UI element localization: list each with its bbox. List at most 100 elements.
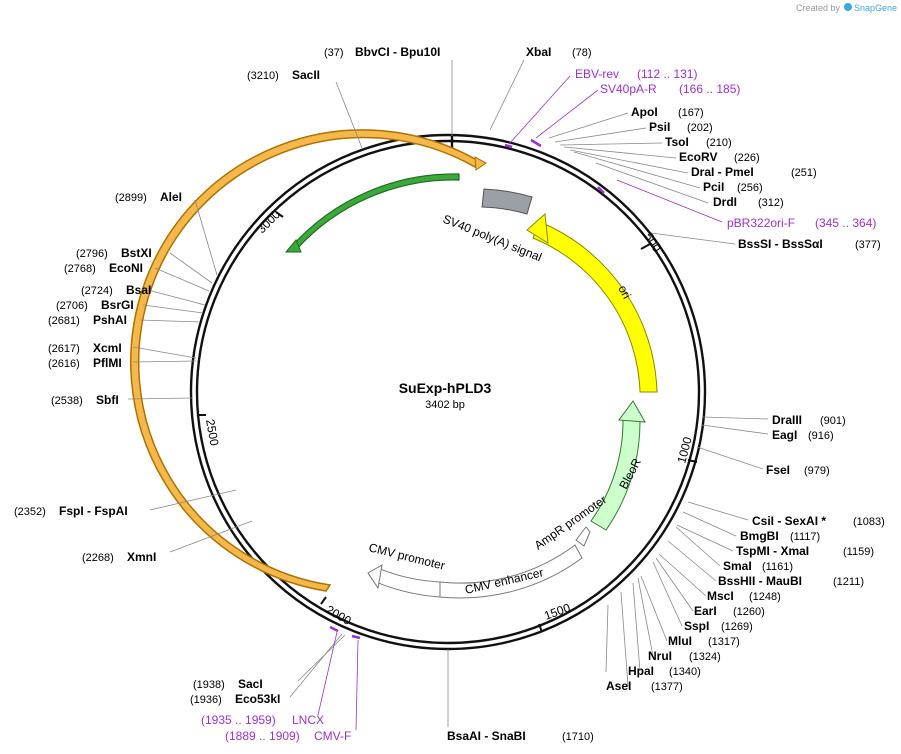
primer-range: (112 .. 131) [637,67,697,81]
site-name[interactable]: BsaI [126,283,151,297]
site-name[interactable]: EagI [772,428,797,442]
site-name[interactable]: SmaI [723,559,752,573]
orf-arrowhead [474,156,487,171]
site-leader [297,634,346,682]
site-name[interactable]: PflMI [93,356,122,370]
primer-name[interactable]: CMV-F [314,729,351,743]
ori-feature-arrow[interactable] [532,221,658,393]
site-name[interactable]: XcmI [93,341,122,355]
site-name[interactable]: FseI [766,463,790,477]
site-name[interactable]: DraI - PmeI [691,165,754,179]
site-name[interactable]: PciI [703,180,724,194]
primer-name[interactable]: pBR322ori-F [727,216,795,230]
site-name[interactable]: DrdI [713,195,737,209]
site-leader [154,267,210,292]
primer-leader [355,639,359,731]
site-position: (901) [820,415,846,427]
site-leader [127,397,193,400]
primer-range: (1935 .. 1959) [201,713,276,727]
site-name[interactable]: AseI [606,679,631,693]
site-position: (1117) [790,531,820,543]
green-feature-arrow[interactable] [291,173,460,251]
site-name[interactable]: EcoRV [679,150,717,164]
site-position: (916) [808,430,834,442]
site-name[interactable]: DraIII [772,413,802,427]
site-name[interactable]: BssSI - BssSαI [738,237,823,251]
site-position: (251) [791,167,817,179]
primer-leader [509,75,571,144]
site-leader [132,360,197,363]
site-name[interactable]: EarI [694,604,717,618]
site-leader [559,142,663,146]
site-name[interactable]: BstXI [121,246,152,260]
site-leader [149,489,237,511]
site-leader [147,289,206,306]
site-name[interactable]: NruI [648,649,672,663]
site-name[interactable]: PsiI [649,120,670,134]
site-leader [548,112,629,139]
ring-tick [275,211,284,218]
orf-feature-arrow[interactable] [130,129,478,592]
site-leader [637,577,654,657]
ampr-promoter-arrow[interactable] [575,526,591,547]
site-name[interactable]: BssHII - MauBI [718,574,802,588]
cmv-promoter-arrow[interactable] [375,568,441,598]
site-leader [676,524,734,552]
ring-tick [640,243,651,250]
site-position: (1211) [833,576,864,588]
site-position: (1324) [689,651,721,663]
site-position: (1083) [853,516,885,528]
site-name[interactable]: BmgBI [740,529,779,543]
site-leader [655,557,694,612]
site-position: (312) [758,197,784,209]
site-leader [620,591,629,687]
site-name[interactable]: BbvCI - Bpu10I [355,45,440,59]
site-name[interactable]: TspMI - XmaI [736,544,809,558]
primer-name[interactable]: LNCX [292,713,324,727]
primer-leader [535,89,599,139]
site-name[interactable]: XbaI [526,45,551,59]
site-name[interactable]: Eco53kI [235,692,280,706]
primer-name[interactable]: EBV-rev [575,67,619,81]
site-leader [132,346,197,359]
site-name[interactable]: TsoI [665,135,689,149]
site-position: (167) [678,107,704,119]
site-leader [573,151,701,189]
site-name[interactable]: SspI [684,619,709,633]
credit-text: Created by [796,3,841,13]
ring-tick-label: 2500 [203,418,221,447]
bleor-feature-arrow[interactable] [590,417,641,531]
site-name[interactable]: CsiI - SexAI * [752,514,826,528]
site-name[interactable]: SacII [292,68,320,82]
site-name[interactable]: SacI [238,677,263,691]
primer-mark [329,625,339,633]
site-name[interactable]: SbfI [96,393,119,407]
site-name[interactable]: ApoI [631,105,658,119]
sv40-polya-label: SV40 poly(A) signal [441,212,544,264]
site-name[interactable]: MscI [707,589,734,603]
ring-tick-label: 1000 [674,435,695,465]
site-position: (2538) [51,395,83,407]
site-name[interactable]: HpaI [628,664,654,678]
site-name[interactable]: FspI - FspAI [59,504,128,518]
plasmid-length: 3402 bp [425,399,465,411]
site-name[interactable]: AleI [160,190,182,204]
ori-arrowhead [526,212,549,244]
site-leader [687,501,749,521]
site-position: (1159) [843,546,874,558]
primer-name[interactable]: SV40pA-R [600,82,657,96]
site-position: (3210) [247,70,279,82]
site-name[interactable]: MluI [668,634,692,648]
site-position: (1269) [721,621,753,633]
ori-label: ori [615,283,634,301]
plasmid-name: SuExp-hPLD3 [399,380,492,396]
sv40-polya-box[interactable] [481,188,533,215]
site-name[interactable]: BsaAI - SnaBI [447,729,526,743]
site-name[interactable]: XmnI [127,550,156,564]
site-name[interactable]: BsrGI [101,298,134,312]
primer-mark [351,634,361,640]
site-name[interactable]: EcoNI [109,261,143,275]
site-leader [632,582,641,672]
ring-tick-label: 3000 [254,207,283,236]
site-name[interactable]: PshAI [93,313,127,327]
